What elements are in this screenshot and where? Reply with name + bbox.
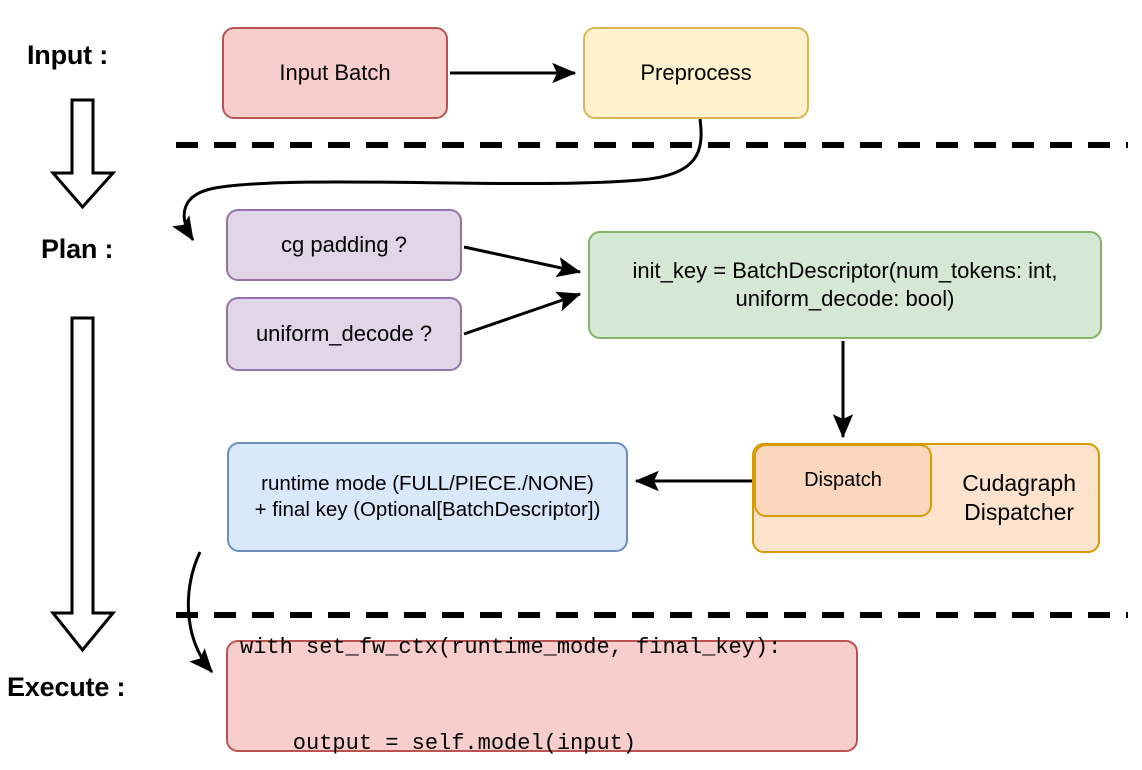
stage-label-plan: Plan : [41, 234, 114, 264]
node-dispatch-label: Dispatch [804, 468, 882, 491]
node-preprocess-label: Preprocess [640, 59, 752, 85]
node-runtime-mode[interactable]: runtime mode (FULL/PIECE./NONE) + final … [227, 442, 628, 552]
stage-label-execute: Execute : [7, 672, 126, 702]
edge-runtime-mode-to-exec-code [186, 551, 214, 673]
node-init-key-line1: init_key = BatchDescriptor(num_tokens: i… [632, 257, 1058, 283]
stage-label-input: Input : [27, 40, 109, 70]
node-input-batch-label: Input Batch [279, 59, 391, 85]
node-exec-code-line2: output = self.model(input) [240, 730, 637, 756]
node-cudagraph-dispatcher-text: Cudagraph Dispatcher [962, 469, 1076, 528]
node-runtime-mode-line2: + final key (Optional[BatchDescriptor]) [254, 498, 601, 521]
node-init-key-text: init_key = BatchDescriptor(num_tokens: i… [633, 257, 1058, 313]
node-uniform-decode-label: uniform_decode ? [255, 320, 433, 346]
input-to-plan-arrow [49, 98, 117, 210]
edge-cg-padding-to-init-key [463, 245, 582, 278]
node-init-key-line2: uniform_decode: bool) [735, 286, 955, 311]
node-cg-padding-label: cg padding ? [281, 231, 407, 257]
node-exec-code-text: with set_fw_ctx(runtime_mode, final_key)… [240, 568, 781, 770]
node-input-batch[interactable]: Input Batch [222, 27, 448, 119]
node-cudagraph-dispatcher-line1: Cudagraph [962, 469, 1076, 496]
node-uniform-decode[interactable]: uniform_decode ? [226, 297, 462, 371]
node-cudagraph-dispatcher-line2: Dispatcher [964, 499, 1075, 525]
node-init-key[interactable]: init_key = BatchDescriptor(num_tokens: i… [588, 231, 1102, 339]
node-cg-padding[interactable]: cg padding ? [226, 209, 462, 281]
edge-uniform-decode-to-init-key [463, 291, 582, 336]
node-exec-code-line1: with set_fw_ctx(runtime_mode, final_key)… [240, 635, 782, 661]
node-runtime-mode-text: runtime mode (FULL/PIECE./NONE) + final … [255, 471, 601, 523]
node-runtime-mode-line1: runtime mode (FULL/PIECE./NONE) [261, 471, 594, 495]
node-dispatch[interactable]: Dispatch [754, 444, 932, 517]
node-exec-code[interactable]: with set_fw_ctx(runtime_mode, final_key)… [226, 635, 858, 756]
plan-to-execute-arrow [49, 316, 117, 653]
node-preprocess[interactable]: Preprocess [583, 27, 809, 119]
